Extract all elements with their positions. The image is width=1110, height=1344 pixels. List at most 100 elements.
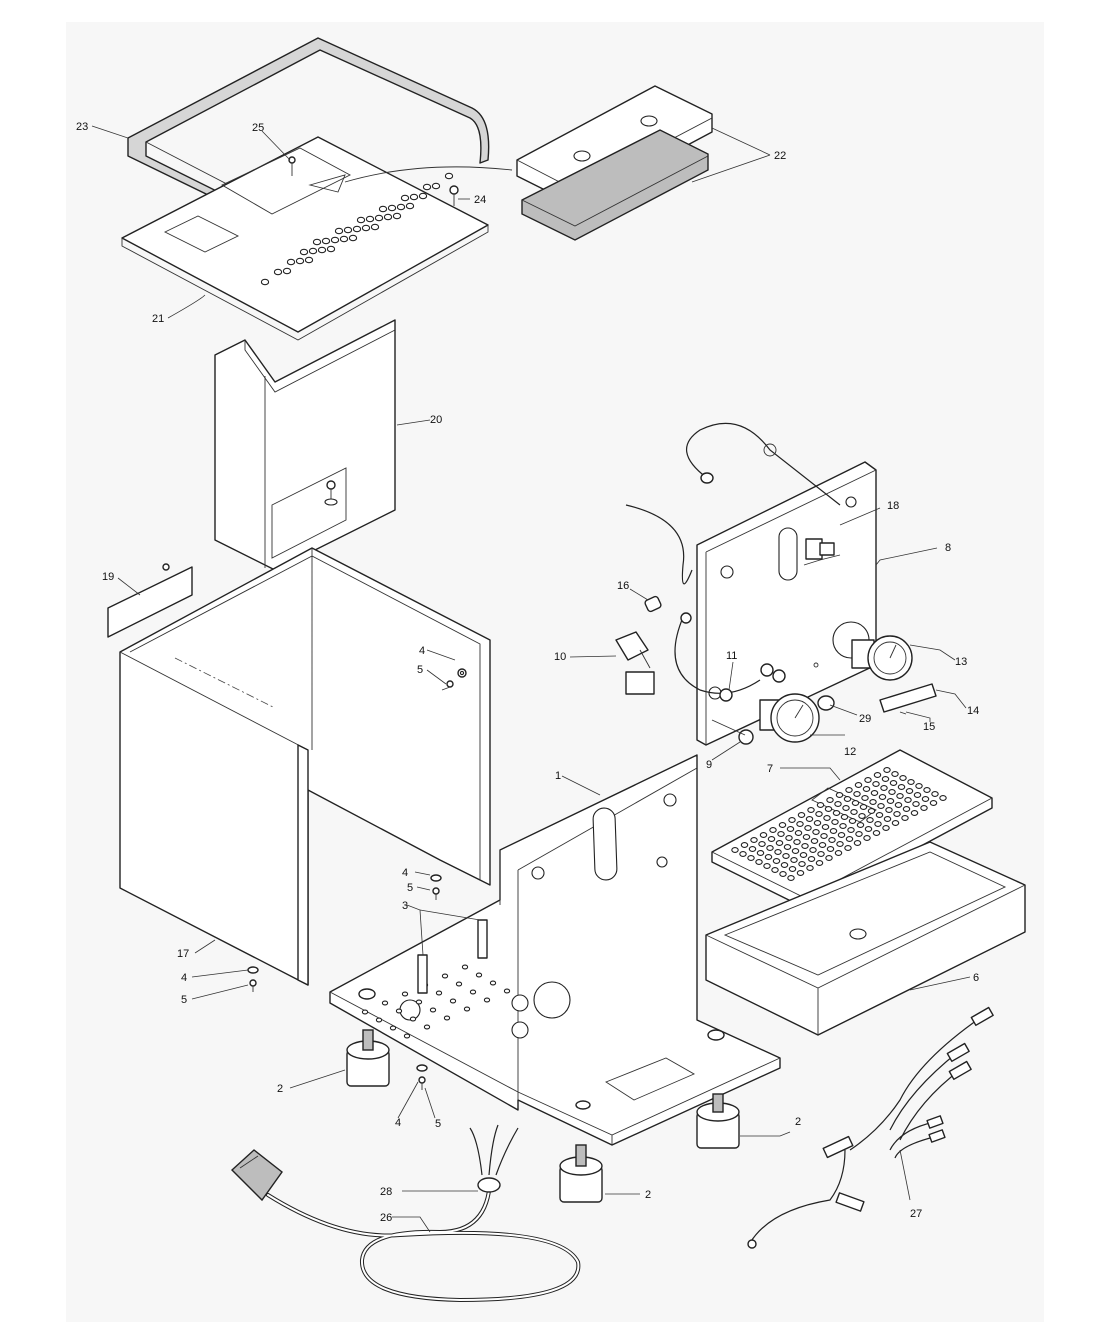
grid-hole bbox=[777, 831, 785, 837]
grid-hole bbox=[785, 835, 793, 841]
grid-hole bbox=[790, 857, 798, 863]
grid-hole bbox=[869, 799, 877, 805]
chassis-hole bbox=[469, 989, 477, 995]
callout-23: 23 bbox=[76, 121, 88, 133]
foot-right bbox=[696, 1093, 740, 1149]
grid-hole bbox=[843, 796, 852, 802]
grid-hole bbox=[791, 848, 800, 854]
callout-16: 16 bbox=[617, 580, 629, 592]
callout-14: 14 bbox=[967, 705, 979, 717]
grid-hole bbox=[779, 871, 787, 877]
grid-hole bbox=[755, 859, 763, 865]
vent-hole bbox=[405, 202, 415, 210]
screw-25 bbox=[288, 156, 296, 176]
chassis-nuts bbox=[358, 988, 725, 1110]
callout-1: 1 bbox=[555, 770, 561, 782]
grid-hole bbox=[855, 831, 863, 837]
grid-hole bbox=[847, 827, 855, 833]
grid-hole bbox=[913, 792, 922, 798]
callout-28: 28 bbox=[380, 1186, 392, 1198]
chassis-hole bbox=[443, 1015, 451, 1021]
grid-hole bbox=[812, 829, 820, 835]
callout-11: 11 bbox=[726, 650, 737, 662]
grid-hole bbox=[853, 791, 861, 797]
callout-18: 18 bbox=[887, 500, 899, 512]
grid-hole bbox=[873, 772, 882, 778]
grid-hole bbox=[769, 827, 777, 833]
vent-hole bbox=[392, 212, 402, 220]
callout-25: 25 bbox=[252, 122, 264, 134]
chassis-hole bbox=[409, 1016, 417, 1022]
grid-hole bbox=[850, 809, 858, 815]
vent-hole bbox=[282, 267, 292, 275]
callout-2-right: 2 bbox=[795, 1116, 801, 1128]
chassis-hole bbox=[441, 973, 449, 979]
grid-hole bbox=[872, 781, 880, 787]
chassis-hole bbox=[403, 1033, 411, 1039]
water-tank bbox=[214, 319, 396, 571]
callout-3: 3 bbox=[402, 900, 408, 912]
grid-hole bbox=[771, 867, 779, 873]
vent-hole bbox=[365, 215, 375, 223]
vent-hole bbox=[374, 214, 384, 222]
grid-hole bbox=[805, 816, 814, 822]
grid-hole bbox=[774, 849, 782, 855]
chassis-hole bbox=[415, 999, 423, 1005]
grid-hole bbox=[794, 830, 803, 836]
callout-9: 9 bbox=[706, 759, 712, 771]
chassis-hole bbox=[475, 972, 483, 978]
grid-hole bbox=[816, 802, 825, 808]
fastener-set-mid bbox=[430, 874, 442, 900]
vent-hole bbox=[396, 203, 406, 211]
grid-hole bbox=[780, 862, 789, 868]
drip-tray bbox=[705, 841, 1026, 1036]
grid-hole bbox=[766, 845, 774, 851]
grid-hole bbox=[931, 791, 939, 797]
vent-hole bbox=[383, 213, 393, 221]
chassis-hole bbox=[455, 981, 463, 987]
cover-plate-19 bbox=[107, 563, 193, 638]
vent-hole bbox=[352, 225, 362, 233]
vent-hole bbox=[286, 258, 296, 266]
vent-hole bbox=[299, 248, 309, 256]
housing-body bbox=[119, 547, 491, 986]
grid-hole bbox=[750, 837, 758, 843]
grid-hole bbox=[834, 801, 842, 807]
grid-hole bbox=[767, 836, 776, 842]
vent-hole bbox=[273, 268, 283, 276]
callout-19: 19 bbox=[102, 571, 114, 583]
grid-hole bbox=[825, 855, 833, 861]
grid-hole bbox=[815, 811, 823, 817]
grid-hole bbox=[867, 808, 876, 814]
assembly-arrow bbox=[344, 166, 513, 183]
chassis-hole bbox=[381, 1000, 389, 1006]
chassis-hole bbox=[375, 1017, 383, 1023]
chassis-hole bbox=[489, 980, 497, 986]
grid-hole bbox=[810, 838, 819, 844]
callout-15: 15 bbox=[923, 721, 935, 733]
grid-hole bbox=[851, 800, 860, 806]
grid-hole bbox=[883, 767, 891, 773]
chassis-hole bbox=[483, 997, 491, 1003]
vent-hole bbox=[330, 236, 340, 244]
chassis-hole bbox=[463, 1006, 471, 1012]
grid-hole bbox=[842, 805, 850, 811]
chassis-hole bbox=[423, 1024, 431, 1030]
callout-21: 21 bbox=[152, 313, 164, 325]
grid-hole bbox=[756, 850, 765, 856]
grid-hole bbox=[844, 845, 852, 851]
pressure-gauge-13 bbox=[851, 635, 913, 681]
grid-hole bbox=[798, 861, 806, 867]
grid-hole bbox=[797, 812, 806, 818]
grid-hole bbox=[809, 847, 817, 853]
power-cord bbox=[230, 1124, 581, 1303]
vent-hole bbox=[343, 226, 353, 234]
grid-hole bbox=[740, 842, 749, 848]
grid-hole bbox=[788, 817, 796, 823]
cup-tray-pad bbox=[516, 85, 713, 241]
standoffs bbox=[417, 919, 488, 994]
grid-hole bbox=[788, 866, 797, 872]
grid-hole bbox=[787, 875, 795, 881]
vent-hole bbox=[317, 246, 327, 254]
